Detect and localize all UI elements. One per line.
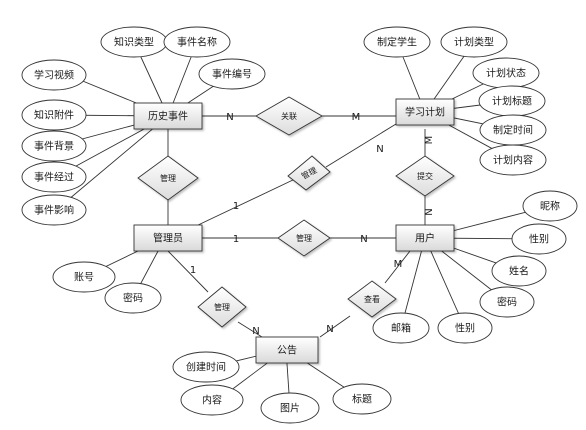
attribute-ellipse: 制定时间 bbox=[479, 114, 547, 146]
cardinalities: N M 1 N M N 1 N 1 N M N bbox=[190, 112, 435, 337]
attribute-ellipse: 昵称 bbox=[522, 190, 578, 222]
attribute-label: 性别 bbox=[455, 322, 475, 335]
cardinality-label: N bbox=[226, 112, 233, 123]
attributes-user: 昵称 性别 姓名 密码 性别 邮箱 bbox=[372, 190, 578, 344]
attribute-label: 姓名 bbox=[509, 265, 529, 278]
attribute-label: 内容 bbox=[202, 394, 222, 407]
attribute-label: 密码 bbox=[497, 296, 517, 309]
attribute-ellipse: 学习视频 bbox=[21, 59, 87, 91]
relationship-manage-plan: 管理 bbox=[287, 155, 331, 191]
cardinality-label: 1 bbox=[233, 201, 239, 212]
relationship-label: 查看 bbox=[364, 294, 380, 304]
cardinality-label: N bbox=[326, 324, 333, 335]
entity-user: 用户 bbox=[395, 224, 455, 252]
attribute-label: 标题 bbox=[352, 394, 372, 406]
relationship-manage-notice: 管理 bbox=[197, 286, 247, 328]
entity-label: 管理员 bbox=[153, 232, 183, 245]
attribute-ellipse: 制定学生 bbox=[363, 26, 431, 58]
relationship-related: 关联 bbox=[255, 96, 323, 136]
attribute-label: 制定学生 bbox=[377, 36, 417, 49]
attribute-label: 账号 bbox=[74, 272, 94, 284]
attribute-ellipse: 知识附件 bbox=[21, 99, 87, 131]
relationship-submit: 提交 bbox=[395, 155, 455, 197]
attribute-label: 昵称 bbox=[540, 200, 560, 213]
attribute-ellipse: 性别 bbox=[511, 223, 567, 255]
attribute-ellipse: 事件经过 bbox=[21, 161, 87, 193]
attribute-label: 计划内容 bbox=[493, 154, 533, 167]
attributes-admin: 账号 密码 bbox=[52, 261, 162, 314]
entities: 历史事件 学习计划 管理员 用户 公告 bbox=[133, 98, 455, 364]
attribute-ellipse: 事件影响 bbox=[21, 194, 87, 226]
relationship-view: 查看 bbox=[347, 280, 397, 318]
entity-label: 学习计划 bbox=[405, 106, 445, 119]
attribute-ellipse: 计划类型 bbox=[440, 26, 508, 58]
attribute-ellipse: 标题 bbox=[332, 383, 392, 415]
attribute-ellipse: 计划标题 bbox=[478, 85, 546, 117]
attribute-label: 学习视频 bbox=[34, 69, 74, 82]
attribute-ellipse: 内容 bbox=[180, 384, 244, 416]
attribute-label: 知识类型 bbox=[114, 36, 154, 49]
attribute-ellipse: 事件名称 bbox=[163, 26, 231, 58]
relationship-manage-history: 管理 bbox=[137, 155, 199, 201]
attribute-ellipse: 事件背景 bbox=[21, 130, 87, 162]
attribute-label: 计划标题 bbox=[492, 95, 532, 108]
cardinality-label: M bbox=[352, 112, 361, 123]
attribute-label: 事件名称 bbox=[177, 36, 217, 49]
attribute-label: 事件经过 bbox=[34, 171, 74, 184]
entity-admin: 管理员 bbox=[133, 224, 203, 252]
entity-study-plan: 学习计划 bbox=[395, 98, 455, 126]
attribute-label: 图片 bbox=[280, 402, 300, 415]
entity-label: 用户 bbox=[415, 232, 435, 245]
relationships: 关联 管理 管理 提交 管理 管理 查看 bbox=[137, 96, 455, 328]
cardinality-label: N bbox=[376, 144, 383, 155]
attribute-ellipse: 计划状态 bbox=[472, 57, 540, 89]
attribute-ellipse: 密码 bbox=[479, 286, 535, 318]
attribute-label: 计划类型 bbox=[454, 36, 494, 49]
cardinality-label: 1 bbox=[190, 265, 196, 276]
attribute-label: 性别 bbox=[529, 233, 549, 246]
entity-history-event: 历史事件 bbox=[133, 102, 203, 130]
attributes-notice: 创建时间 内容 图片 标题 bbox=[172, 351, 392, 424]
attribute-label: 密码 bbox=[123, 292, 143, 305]
attribute-label: 事件背景 bbox=[34, 140, 74, 153]
cardinality-label: M bbox=[424, 136, 435, 145]
cardinality-label: N bbox=[252, 326, 259, 337]
relationship-label: 管理 bbox=[160, 173, 176, 183]
attribute-label: 事件影响 bbox=[34, 204, 74, 217]
relationship-label: 关联 bbox=[281, 111, 297, 121]
entity-label: 公告 bbox=[277, 344, 297, 357]
attribute-ellipse: 事件编号 bbox=[198, 58, 266, 90]
relationship-label: 提交 bbox=[417, 171, 433, 181]
attribute-ellipse: 姓名 bbox=[491, 255, 547, 287]
attribute-ellipse: 图片 bbox=[260, 392, 320, 424]
attribute-ellipse: 计划内容 bbox=[479, 144, 547, 176]
attribute-ellipse: 账号 bbox=[52, 261, 116, 293]
attribute-label: 制定时间 bbox=[493, 124, 533, 137]
relationship-label: 管理 bbox=[296, 233, 312, 243]
cardinality-label: N bbox=[360, 234, 367, 245]
attribute-label: 计划状态 bbox=[486, 67, 526, 80]
attribute-label: 知识附件 bbox=[34, 109, 74, 122]
attribute-ellipse: 创建时间 bbox=[172, 351, 240, 383]
attribute-ellipse: 知识类型 bbox=[100, 26, 168, 58]
relationship-manage-user: 管理 bbox=[277, 219, 331, 257]
entity-label: 历史事件 bbox=[148, 110, 188, 123]
cardinality-label: 1 bbox=[233, 234, 239, 245]
attributes-history-event: 学习视频 知识类型 事件名称 事件编号 知识附件 事件背景 事件经过 事件影响 bbox=[21, 26, 266, 226]
attribute-ellipse: 性别 bbox=[437, 312, 493, 344]
attribute-label: 邮箱 bbox=[391, 322, 411, 335]
cardinality-label: M bbox=[394, 259, 403, 270]
attribute-label: 创建时间 bbox=[186, 361, 226, 374]
attribute-label: 事件编号 bbox=[212, 68, 252, 81]
attributes-study-plan: 制定学生 计划类型 计划状态 计划标题 制定时间 计划内容 bbox=[363, 26, 547, 176]
attribute-ellipse: 邮箱 bbox=[372, 312, 430, 344]
cardinality-label: N bbox=[424, 208, 435, 215]
entity-notice: 公告 bbox=[255, 336, 319, 364]
attribute-ellipse: 密码 bbox=[104, 282, 162, 314]
relationship-label: 管理 bbox=[214, 302, 230, 312]
